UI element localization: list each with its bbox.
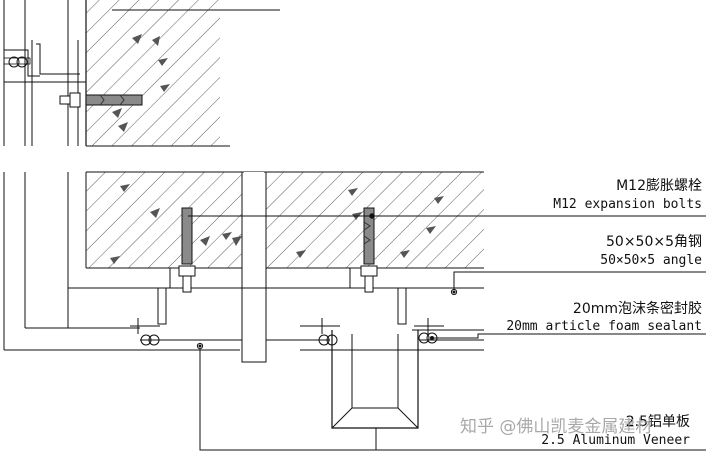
callout-veneer-en: 2.5 Aluminum Veneer [541, 433, 690, 448]
lower-concrete-slab [86, 172, 484, 268]
lower-detail [3, 171, 706, 451]
foam-seal-left [130, 318, 160, 346]
aluminum-veneer-profile [331, 330, 419, 429]
watermark: 知乎 @佛山凯麦金属建材 [460, 417, 652, 437]
leader-lines [188, 213, 706, 451]
callout-angle-zh: 50×50×5角钢 [606, 234, 702, 250]
upper-expansion-bolt [85, 94, 143, 106]
callout-bolt-en: M12 expansion bolts [553, 197, 702, 212]
callout-angle-en: 50×50×5 angle [600, 253, 702, 268]
callout-sealant-zh: 20mm泡沫条密封胶 [573, 300, 702, 317]
callout-bolt-zh: M12膨胀螺栓 [616, 177, 702, 194]
upper-detail [3, 0, 280, 147]
callout-sealant-en: 20mm article foam sealant [506, 319, 702, 334]
foam-seal-center [300, 318, 340, 346]
upper-concrete-slab [86, 0, 220, 146]
expansion-bolt-left [181, 207, 193, 265]
callout-veneer-zh: 2.5铝单板 [626, 414, 690, 430]
